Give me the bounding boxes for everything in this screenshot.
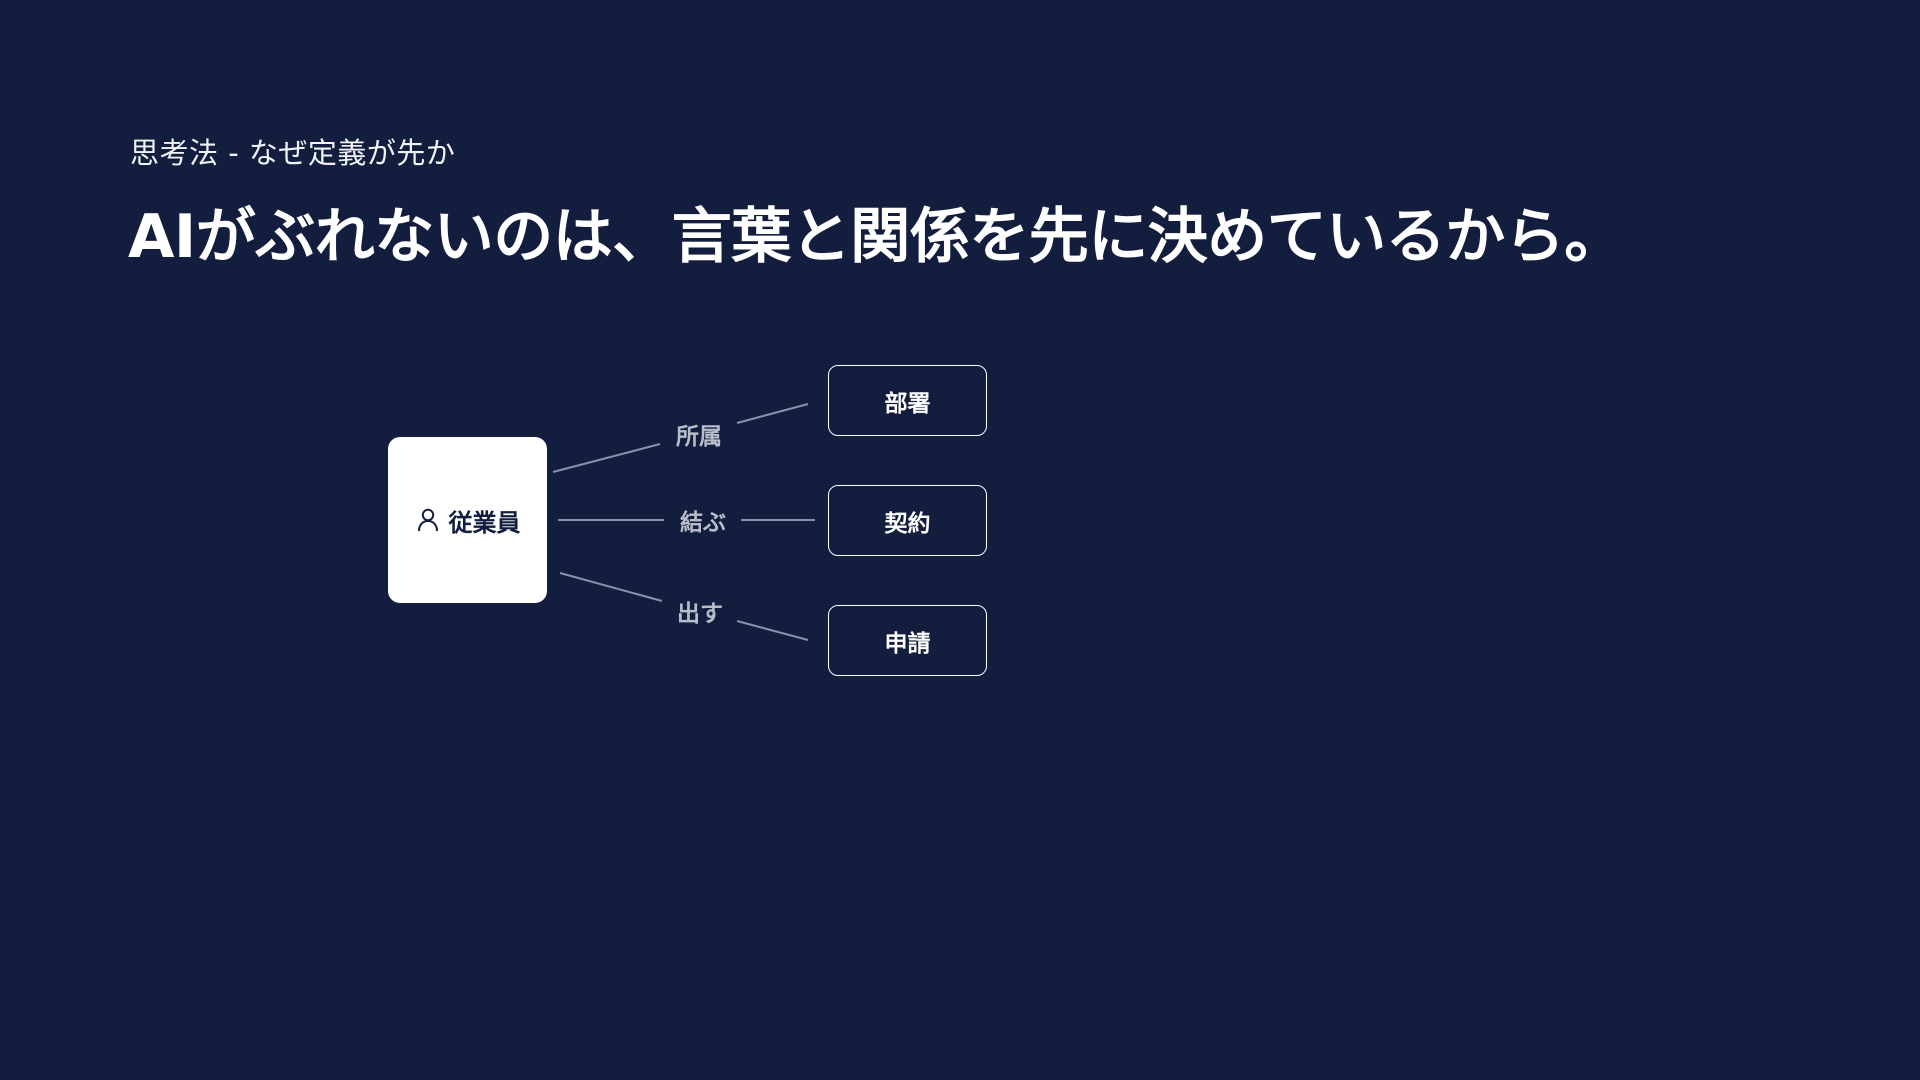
edge-label-contract: 結ぶ <box>680 510 726 536</box>
slide-subtitle: 思考法 - なぜ定義が先か <box>130 136 456 170</box>
entity-node-employee: 従業員 <box>388 437 547 603</box>
entity-node-application: 申請 <box>828 605 987 676</box>
edge-segment-belongs-left <box>552 443 661 473</box>
edge-segment-submit-right <box>736 620 809 641</box>
entity-node-contract: 契約 <box>828 485 987 556</box>
person-icon <box>415 507 441 533</box>
entity-node-department: 部署 <box>828 365 987 436</box>
edge-label-submit: 出す <box>677 601 723 627</box>
entity-node-label: 従業員 <box>448 508 521 537</box>
slide-title: AIがぶれないのは、言葉と関係を先に決めているから。 <box>128 202 1624 272</box>
edge-segment-belongs-right <box>736 403 809 424</box>
edge-label-belongs: 所属 <box>676 424 722 450</box>
edge-segment-submit-left <box>559 572 663 602</box>
